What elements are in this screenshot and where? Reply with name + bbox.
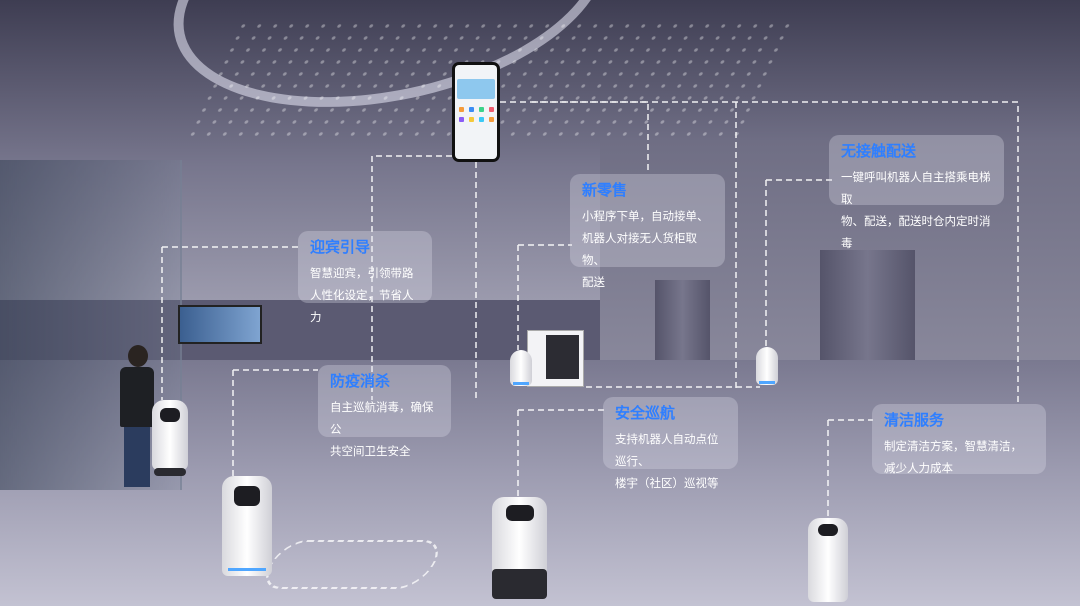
card-title: 清洁服务 [884,411,945,429]
card-cleaning-service: 清洁服务 制定清洁方案，智慧清洁， 减少人力成本 [872,404,1046,475]
card-title: 新零售 [582,181,628,199]
service-robot-icon [510,350,532,390]
service-robot-icon [808,518,848,606]
service-robot-icon [152,400,188,478]
wall-display [178,305,262,344]
card-description: 智慧迎宾，引领带路 人性化设定，节省人力 [310,266,414,324]
card-new-retail: 新零售 小程序下单，自动接单、 机器人对接无人货柜取物、 配送 [570,174,725,289]
smartphone-icon [452,62,500,162]
card-title: 无接触配送 [841,142,917,160]
service-robot-icon [492,497,547,603]
card-title: 防疫消杀 [330,372,391,390]
card-welcome-guide: 迎宾引导 智慧迎宾，引领带路 人性化设定，节省人力 [298,231,432,324]
visitor-figure [116,345,158,495]
card-title: 安全巡航 [615,404,676,422]
card-description: 自主巡航消毒，确保公 共空间卫生安全 [330,400,434,458]
service-robot-icon [222,476,272,582]
card-description: 小程序下单，自动接单、 机器人对接无人货柜取物、 配送 [582,209,709,289]
card-security-patrol: 安全巡航 支持机器人自动点位巡行、 楼宇（社区）巡视等 [603,397,738,490]
service-robot-icon [756,347,778,389]
card-description: 支持机器人自动点位巡行、 楼宇（社区）巡视等 [615,432,719,490]
card-description: 一键呼叫机器人自主搭乘电梯取 物、配送，配送时仓内定时消毒 [841,170,991,250]
card-disinfection: 防疫消杀 自主巡航消毒，确保公 共空间卫生安全 [318,365,451,458]
card-title: 迎宾引导 [310,238,371,256]
vending-machine-icon [527,330,584,387]
card-contactless-delivery: 无接触配送 一键呼叫机器人自主搭乘电梯取 物、配送，配送时仓内定时消毒 [829,135,1004,250]
card-description: 制定清洁方案，智慧清洁， 减少人力成本 [884,439,1022,475]
